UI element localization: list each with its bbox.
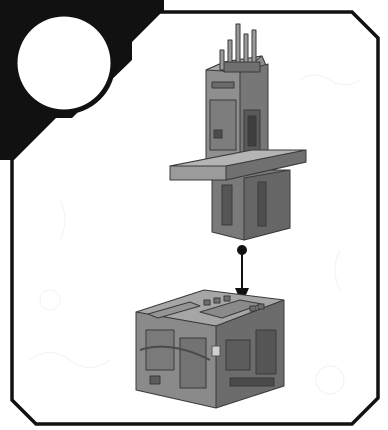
base-block (136, 290, 284, 408)
tower-module (170, 24, 306, 240)
